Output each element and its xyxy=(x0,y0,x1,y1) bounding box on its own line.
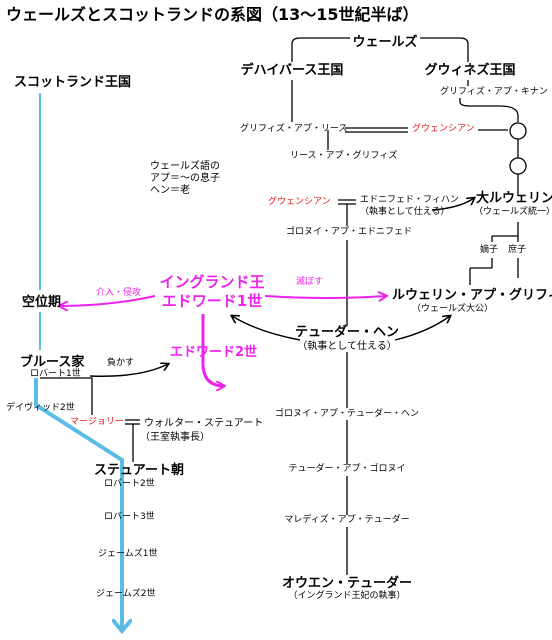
walter-stewart: ウォルター・ステュアート xyxy=(144,418,264,429)
ednyfed-note: （執事として仕える） xyxy=(360,207,450,217)
interregnum: 空位期 xyxy=(22,295,62,310)
robert1: ロバート1世 xyxy=(30,369,81,379)
wales-label: ウェールズ xyxy=(352,35,418,50)
llywelyn-great-note: （ウェールズ統一） xyxy=(474,207,552,217)
james1: ジェームズ1世 xyxy=(98,549,158,559)
illegitimate-child: 庶子 xyxy=(508,245,527,255)
gwenllian-1: グウェンシアン xyxy=(412,124,475,134)
wales-brace-right xyxy=(420,37,469,62)
legend-line-2: アプ＝～の息子 xyxy=(150,173,220,184)
gwenllian-2: グウェンシアン xyxy=(268,197,331,207)
robert2: ロバート2世 xyxy=(104,479,155,489)
ednyfed-fychan: エドニフェド・フィハン xyxy=(360,195,459,205)
legend-line-3: ヘン＝老 xyxy=(150,185,190,196)
owen-note: （イングランド王妃の執事） xyxy=(288,591,406,601)
llywelyn-ap-gruffydd: ルウェリン・アプ・グリフィズ xyxy=(392,288,552,303)
legend-line-1: ウェールズ語の xyxy=(150,161,220,172)
bruce-marjorie-link xyxy=(40,377,93,415)
tudur-ap-goronwy: テューダー・アプ・ゴロヌイ xyxy=(288,464,406,474)
llywelyn-last-note: （ウェールズ大公） xyxy=(412,304,494,314)
rhys-ap-gruffydd: リース・アプ・グリフィズ xyxy=(290,151,398,161)
goronwy-ap-ednyfed: ゴロヌイ・アプ・エドニフェド xyxy=(286,227,413,237)
edward2: エドワード2世 xyxy=(170,345,258,360)
gruffydd-ap-cynan: グリフィズ・アプ・キナン xyxy=(440,87,548,97)
stewart-dynasty: ステュアート朝 xyxy=(94,463,184,478)
bruce-house: ブルース家 xyxy=(20,355,85,370)
serve-arrow-right xyxy=(394,316,450,341)
destroy-label: 滅ぼす xyxy=(296,277,324,287)
wales-brace xyxy=(291,37,350,62)
maredudd-ap-tudur: マレディズ・アプ・テューダー xyxy=(284,515,410,525)
scotland-kingdom: スコットランド王国 xyxy=(14,75,132,90)
ancestor-circle-2 xyxy=(509,157,527,175)
cynan-descent xyxy=(459,98,519,122)
stewart-line xyxy=(34,378,122,630)
serve-arrow-1 xyxy=(431,198,474,211)
deheubarth: デハイバース王国 xyxy=(240,63,344,78)
james2: ジェームズ2世 xyxy=(96,589,156,599)
gwynedd: グウィネズ王国 xyxy=(424,63,516,78)
llywelyn-the-great: 大ルウェリン xyxy=(476,191,552,206)
walter-note: （王室執事長） xyxy=(140,432,210,443)
tudur-hen: テューダー・ヘン xyxy=(294,325,400,340)
tudur-note: （執事として仕える） xyxy=(297,341,397,352)
defeat-label: 負かす xyxy=(107,358,135,368)
legitimate-child: 嫡子 xyxy=(480,245,499,255)
serve-arrow-left xyxy=(232,316,301,341)
defeat-arrow xyxy=(89,364,168,377)
edward1-line1: イングランド王 xyxy=(159,273,265,291)
marjorie: マージョリー xyxy=(70,417,124,427)
succession-arrow xyxy=(201,314,224,386)
gruffydd-ap-rhys: グリフィズ・アプ・リース xyxy=(240,124,348,134)
edward1-line2: エドワード1世 xyxy=(161,292,263,310)
intervene-label: 介入・侵攻 xyxy=(96,288,142,298)
david2: デイヴィッド2世 xyxy=(6,403,75,413)
ancestor-circle-1 xyxy=(509,122,527,140)
destroy-arrow xyxy=(264,296,386,298)
intervene-arrow xyxy=(60,295,156,306)
page-title: ウェールズとスコットランドの系図（13～15世紀半ば） xyxy=(6,5,419,24)
owen-tudor: オウエン・テューダー xyxy=(281,576,413,591)
robert3: ロバート3世 xyxy=(104,512,155,522)
goronwy-ap-tudur: ゴロヌイ・アプ・テューダー・ヘン xyxy=(274,409,420,419)
